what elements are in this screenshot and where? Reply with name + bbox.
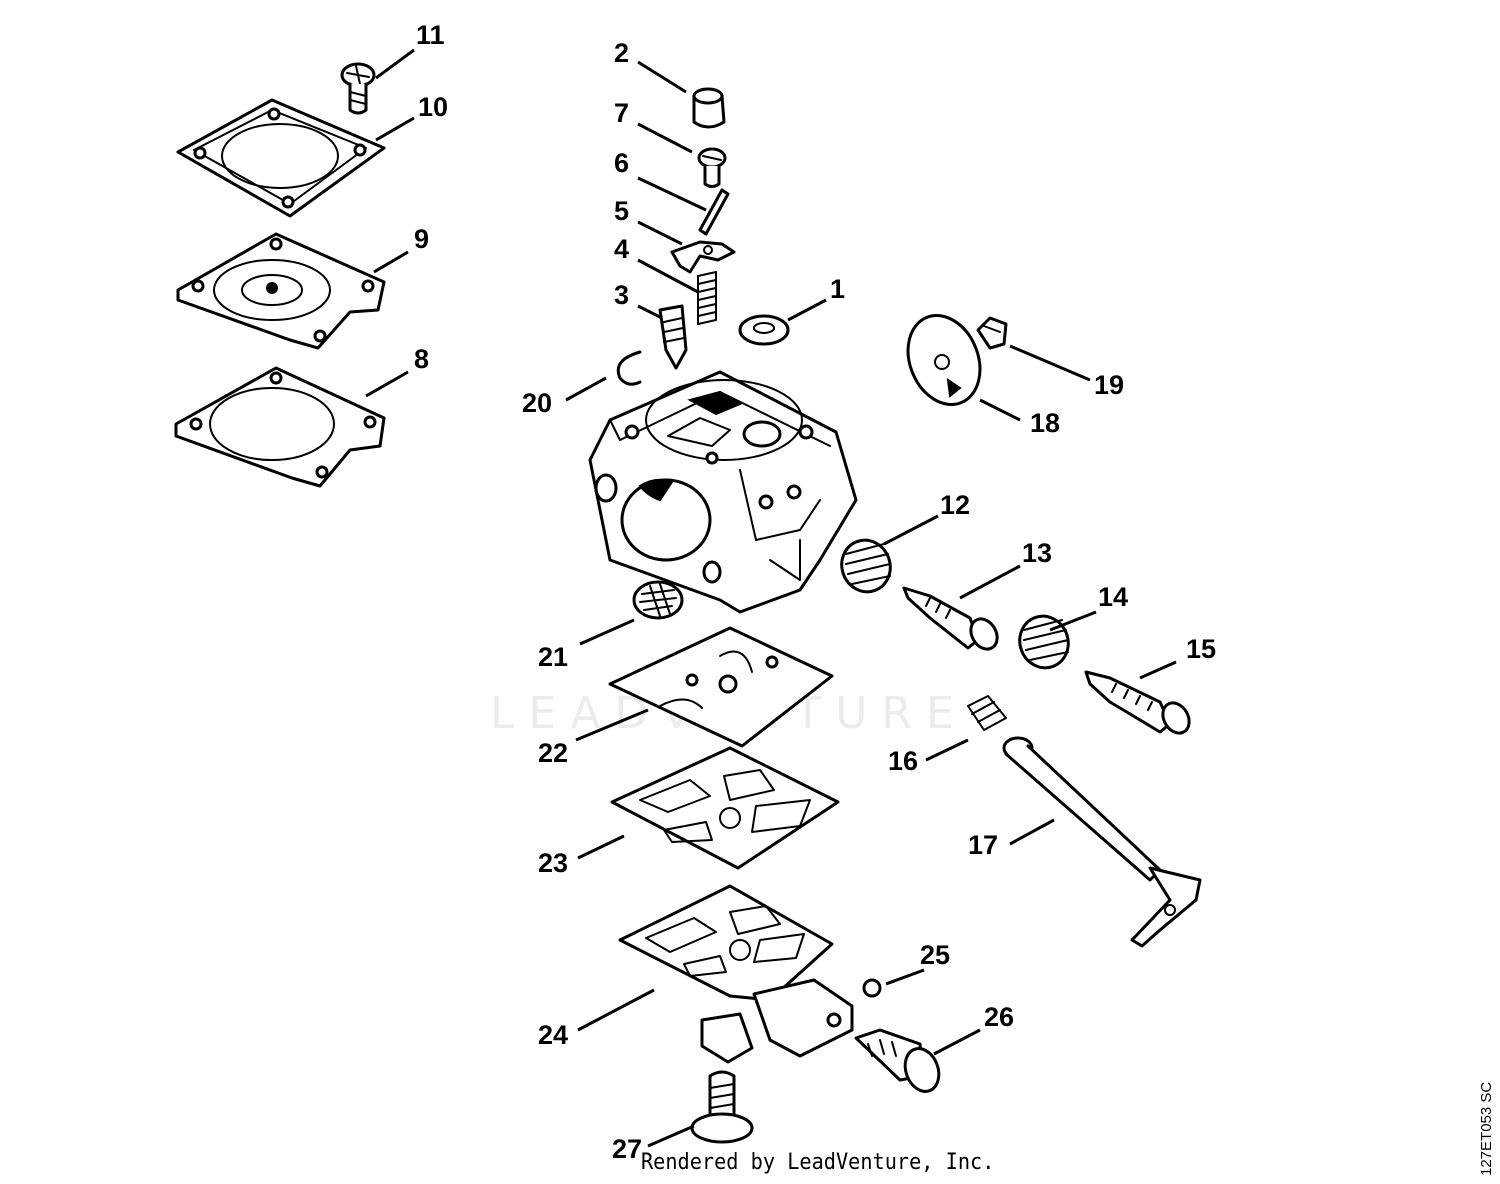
callout-23: 23: [538, 848, 568, 878]
part-2-cap: [692, 87, 726, 129]
part-25-ball: [862, 978, 882, 998]
callout-18: 18: [1030, 408, 1060, 438]
credit-text: Rendered by LeadVenture, Inc.: [641, 1150, 995, 1175]
part-3-inlet-needle: [658, 304, 688, 370]
part-1-washer: [738, 314, 790, 346]
callout-22: 22: [538, 738, 568, 768]
part-7-screw: [697, 147, 727, 188]
callout-25: 25: [920, 940, 950, 970]
part-20-clip: [616, 350, 642, 386]
callout-2: 2: [614, 38, 629, 68]
callout-labels: 1 2 3 4 5 6 7 8 9 10 11 12 13 14 15 16 1…: [414, 20, 1216, 1164]
figure-code: 127ET053 SC: [1478, 1081, 1495, 1176]
callout-11: 11: [416, 20, 445, 50]
callout-7: 7: [614, 98, 629, 128]
callout-26: 26: [984, 1002, 1014, 1032]
callout-15: 15: [1186, 634, 1216, 664]
part-17-throttle-shaft: [1002, 736, 1202, 948]
carburetor-body: [588, 370, 858, 614]
part-9-diaphragm: [176, 232, 386, 350]
callout-9: 9: [414, 224, 429, 254]
part-8-gasket: [174, 366, 386, 488]
part-13-adjusting-screw: [902, 586, 999, 651]
leader-lines: [365, 48, 1177, 1148]
part-18-throttle-plate: [906, 313, 982, 407]
callout-5: 5: [614, 196, 629, 226]
part-24-pump-housing: [618, 884, 854, 1064]
part-6-pin: [698, 188, 730, 236]
callout-10: 10: [418, 92, 448, 122]
part-14-spring: [1018, 614, 1070, 670]
callout-21: 21: [538, 642, 568, 672]
part-15-adjusting-screw: [1084, 670, 1191, 735]
callout-3: 3: [614, 280, 629, 310]
callout-17: 17: [968, 830, 998, 860]
part-10-diaphragm-cover: [176, 98, 386, 218]
callout-4: 4: [614, 234, 629, 264]
callout-16: 16: [888, 746, 918, 776]
part-27-screw: [690, 1070, 754, 1144]
part-19-screw: [976, 316, 1008, 350]
callout-1: 1: [830, 274, 845, 304]
callout-6: 6: [614, 148, 629, 178]
callout-20: 20: [522, 388, 552, 418]
callout-13: 13: [1022, 538, 1052, 568]
callout-12: 12: [940, 490, 970, 520]
callout-24: 24: [538, 1020, 568, 1050]
part-4-spring: [697, 271, 717, 325]
callout-27: 27: [612, 1134, 642, 1164]
part-21-screen: [632, 580, 684, 620]
callout-8: 8: [414, 344, 429, 374]
part-11-screw: [340, 62, 376, 115]
part-5-lever: [670, 240, 736, 274]
callout-19: 19: [1094, 370, 1124, 400]
part-22-metering-diaphragm: [608, 626, 834, 748]
part-16-spring: [967, 695, 1007, 731]
part-23-gasket: [610, 746, 840, 870]
callout-14: 14: [1098, 582, 1128, 612]
part-26-screw: [854, 1028, 941, 1093]
part-12-spring: [840, 538, 892, 594]
